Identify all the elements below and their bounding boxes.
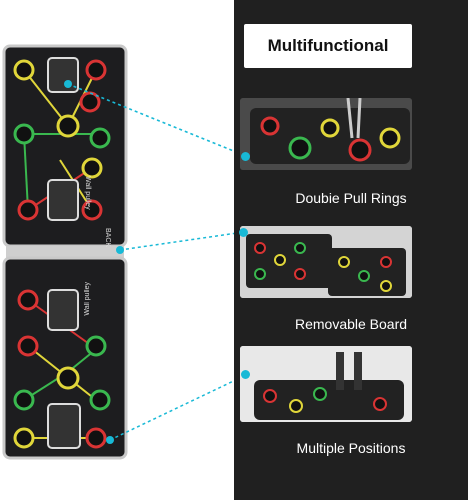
pointer-dot-3 <box>241 370 250 379</box>
page-title: Multifunctional <box>244 24 412 68</box>
pull-rings-thumbnail <box>240 98 412 170</box>
pushup-board-illustration <box>2 44 234 460</box>
removable-board-thumbnail <box>240 226 412 298</box>
multiple-positions-thumbnail <box>240 346 412 422</box>
wall-pulley-label: Wall pulley <box>84 176 91 210</box>
caption-removable-board: Removable Board <box>294 316 408 332</box>
caption-multiple-positions: Multiple Positions <box>296 440 406 456</box>
wall-pulley-label-bottom: Wall pulley <box>84 282 91 316</box>
pointer-dot-1 <box>241 152 250 161</box>
pointer-dot-2 <box>239 228 248 237</box>
product-image-panel: Wall pulley BACK Wall pulley <box>2 44 234 460</box>
back-label: BACK <box>104 228 111 248</box>
caption-pull-rings: Doubie Pull Rings <box>295 190 407 206</box>
